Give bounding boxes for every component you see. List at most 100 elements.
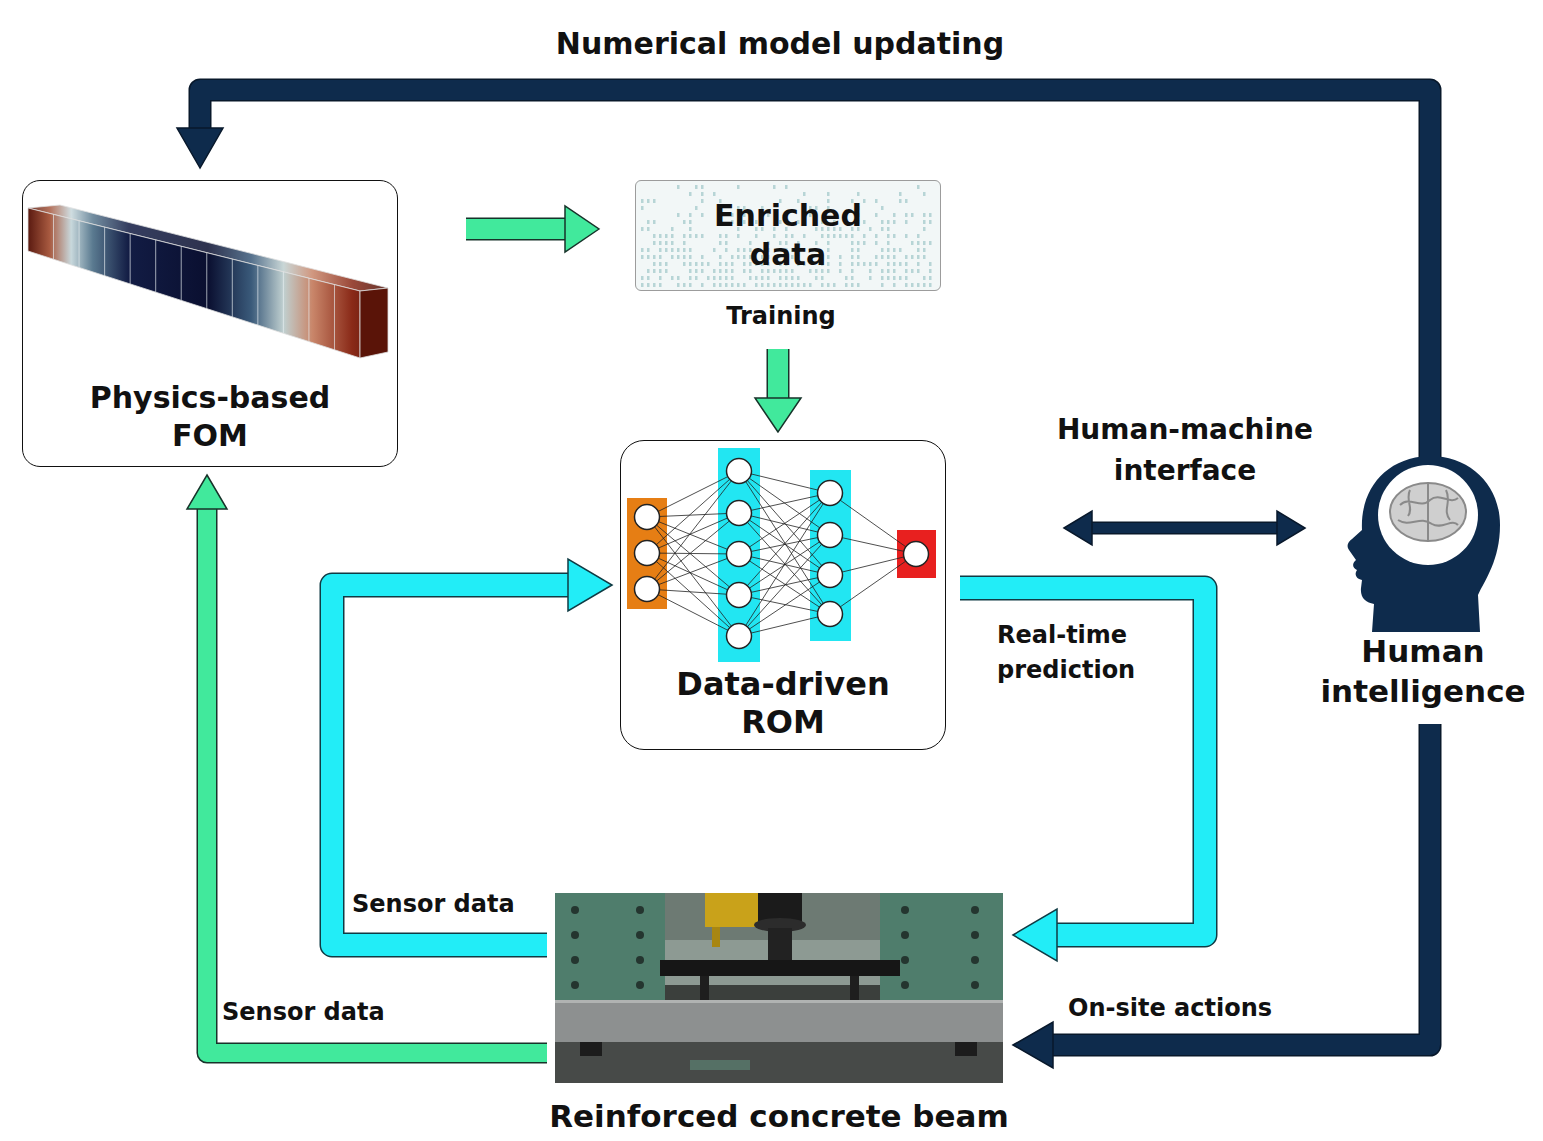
data-mark: [923, 192, 926, 196]
data-mark: [905, 199, 908, 203]
neuron: [818, 602, 843, 627]
data-mark: [689, 220, 692, 224]
data-mark: [827, 269, 830, 273]
sensor-pipe: [187, 475, 547, 1053]
data-mark: [923, 220, 926, 224]
data-mark: [851, 255, 854, 259]
data-mark: [695, 206, 698, 210]
data-mark: [653, 220, 656, 224]
data-mark: [911, 269, 914, 273]
data-mark: [641, 206, 644, 210]
data-mark: [743, 248, 746, 252]
data-mark: [701, 269, 704, 273]
pipe-outline: [207, 507, 547, 1053]
data-mark: [851, 276, 854, 280]
data-mark: [689, 276, 692, 280]
data-mark: [689, 227, 692, 231]
data-mark: [875, 241, 878, 245]
arrow-head: [568, 559, 612, 611]
data-mark: [677, 185, 680, 189]
data-mark: [743, 283, 746, 287]
data-mark: [905, 276, 908, 280]
data-mark: [725, 269, 728, 273]
data-mark: [905, 220, 908, 224]
data-mark: [659, 255, 662, 259]
neural-network: [627, 448, 936, 662]
binary-pattern: [641, 185, 932, 287]
data-mark: [887, 269, 890, 273]
data-mark: [917, 269, 920, 273]
data-mark: [689, 213, 692, 217]
beam-edge: [555, 1000, 1003, 1003]
model-box: Physics-based FOM: [22, 180, 398, 467]
data-mark: [887, 248, 890, 252]
data-mark: [719, 262, 722, 266]
data-mark: [803, 192, 806, 196]
nn-link: [647, 517, 739, 595]
data-mark: [905, 262, 908, 266]
nn-link: [647, 553, 739, 595]
rom-box: Data-driven ROM: [620, 440, 946, 750]
data-mark: [641, 248, 644, 252]
data-mark: [683, 262, 686, 266]
data-mark: [893, 248, 896, 252]
data-mark: [725, 241, 728, 245]
data-mark: [647, 276, 650, 280]
stirrup-line: [257, 265, 258, 325]
data-mark: [659, 241, 662, 245]
data-mark: [797, 276, 800, 280]
data-mark: [731, 262, 734, 266]
stirrup-line: [308, 278, 309, 341]
arrow-head: [187, 475, 227, 509]
load-point: [850, 976, 859, 1000]
edge-label: Training: [726, 302, 836, 331]
data-mark: [851, 269, 854, 273]
data-box: Enriched data: [635, 180, 941, 291]
data-mark: [701, 234, 704, 238]
data-mark: [899, 192, 902, 196]
data-mark: [887, 227, 890, 231]
data-mark: [677, 213, 680, 217]
layer-band: [718, 448, 760, 662]
data-pipe: [960, 588, 1205, 961]
data-mark: [701, 255, 704, 259]
edge-label: Real-time prediction: [997, 618, 1172, 688]
data-mark: [821, 283, 824, 287]
data-mark: [881, 283, 884, 287]
stirrup-line: [130, 234, 131, 284]
data-mark: [653, 283, 656, 287]
data-mark: [677, 276, 680, 280]
data-mark: [665, 241, 668, 245]
data-mark: [701, 262, 704, 266]
arrow-head: [755, 398, 801, 432]
data-mark: [893, 213, 896, 217]
data-mark: [725, 262, 728, 266]
data-mark: [893, 220, 896, 224]
data-mark: [695, 234, 698, 238]
node-title: Enriched data: [693, 196, 883, 274]
pipe-outline: [200, 90, 1430, 457]
nn-link: [647, 513, 739, 517]
data-mark: [887, 241, 890, 245]
data-mark: [857, 248, 860, 252]
nn-link: [647, 589, 739, 595]
data-mark: [827, 255, 830, 259]
edge-label: Sensor data: [352, 890, 515, 919]
data-mark: [683, 234, 686, 238]
stirrup-line: [104, 227, 105, 276]
data-mark: [653, 234, 656, 238]
pipe-body: [332, 585, 570, 945]
nn-link: [647, 554, 739, 589]
data-mark: [851, 234, 854, 238]
pipe-outline: [466, 218, 567, 241]
frame-holes: [571, 906, 979, 989]
data-mark: [827, 234, 830, 238]
data-mark: [689, 269, 692, 273]
data-mark: [851, 241, 854, 245]
support: [955, 1042, 977, 1056]
data-mark: [881, 220, 884, 224]
pipe-body: [1051, 724, 1430, 1045]
data-mark: [689, 234, 692, 238]
nn-link: [830, 554, 916, 575]
